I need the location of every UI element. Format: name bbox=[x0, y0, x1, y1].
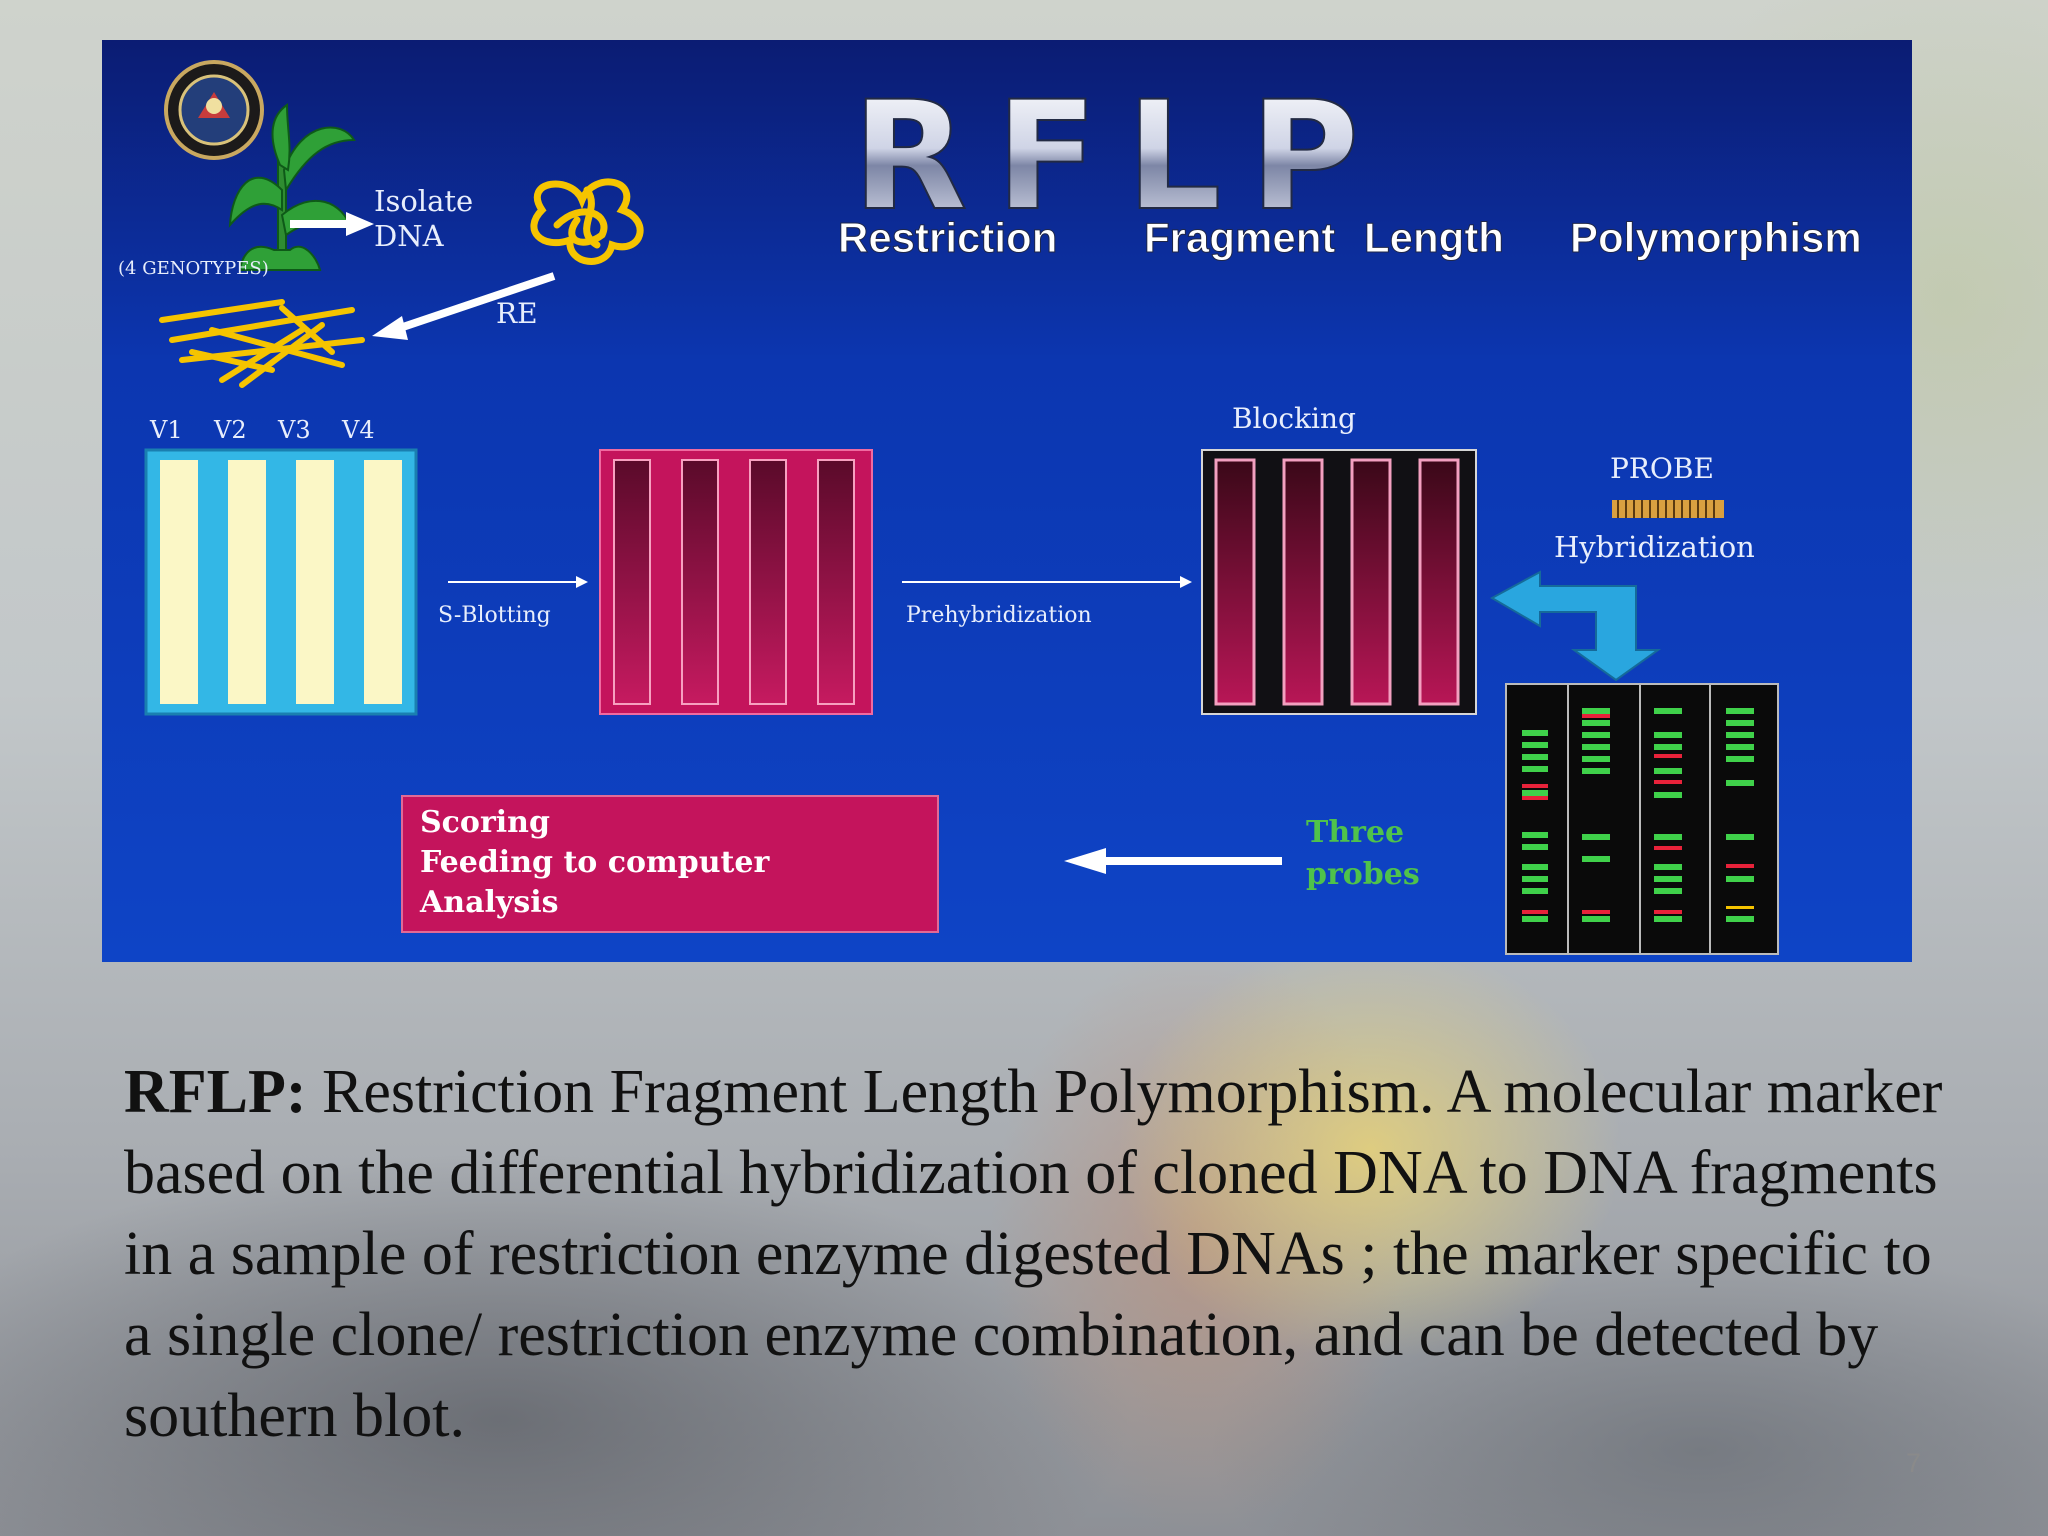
scoring-box bbox=[401, 795, 939, 933]
page-number: 7 bbox=[1906, 1448, 1922, 1478]
title-word-polymorphism: Polymorphism bbox=[1570, 214, 1862, 261]
lane-label-v3: V3 bbox=[277, 416, 311, 444]
hybridization-arrow bbox=[1489, 570, 1662, 682]
title-word-restriction: Restriction bbox=[838, 214, 1057, 261]
prehybridization-arrow bbox=[902, 576, 1192, 588]
s-blotting-label: S-Blotting bbox=[438, 603, 551, 628]
title-word-fragment: Fragment bbox=[1144, 214, 1335, 261]
probe-icon bbox=[1612, 500, 1724, 518]
rflp-title: RFLP bbox=[852, 70, 1388, 244]
hybridization-label: Hybridization bbox=[1554, 530, 1755, 564]
dna-fragments-icon bbox=[159, 299, 365, 388]
lane-label-v4: V4 bbox=[341, 416, 375, 444]
s-blotting-arrow bbox=[448, 576, 588, 588]
rflp-diagram: Isolate DNA (4 GENOTYPES) RE RFLP Restri… bbox=[102, 40, 1912, 962]
isolate-label-line2: DNA bbox=[374, 219, 445, 253]
genotypes-label: (4 GENOTYPES) bbox=[118, 258, 269, 279]
three-probes-line2: probes bbox=[1306, 857, 1420, 892]
isolate-label-line1: Isolate bbox=[374, 184, 473, 218]
plant-icon bbox=[228, 103, 356, 271]
agarose-gel bbox=[144, 448, 418, 716]
tangled-dna-icon bbox=[530, 178, 644, 265]
scoring-line2: Feeding to computer bbox=[420, 845, 771, 880]
lane-label-v2: V2 bbox=[213, 416, 247, 444]
scoring-line1: Scoring bbox=[420, 805, 550, 840]
blotted-membrane bbox=[599, 449, 873, 715]
scoring-line3: Analysis bbox=[419, 885, 559, 920]
isolate-arrow bbox=[290, 212, 374, 236]
rflp-definition: RFLP: Restriction Fragment Length Polymo… bbox=[124, 1052, 1954, 1457]
probe-label: PROBE bbox=[1610, 452, 1714, 485]
rflp-term: RFLP: bbox=[124, 1058, 307, 1126]
title-word-length: Length bbox=[1364, 214, 1504, 261]
probed-blot bbox=[1505, 683, 1779, 955]
re-label: RE bbox=[496, 297, 538, 330]
to-scoring-arrow bbox=[1064, 848, 1282, 874]
institution-seal bbox=[164, 60, 264, 160]
three-probes-line1: Three bbox=[1306, 815, 1404, 850]
blocked-membrane bbox=[1201, 449, 1477, 715]
rflp-definition-body: Restriction Fragment Length Polymorphism… bbox=[124, 1058, 1943, 1450]
prehybridization-label: Prehybridization bbox=[906, 603, 1092, 628]
lane-label-v1: V1 bbox=[149, 416, 183, 444]
re-arrow bbox=[372, 272, 556, 340]
blocking-label: Blocking bbox=[1232, 402, 1356, 435]
